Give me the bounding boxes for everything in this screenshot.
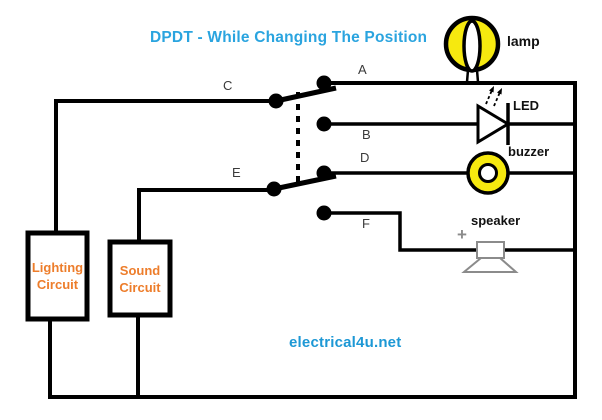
wire-e-branch — [137, 188, 279, 242]
terminal-c-contact — [268, 93, 284, 109]
led-symbol — [476, 86, 511, 145]
terminal-f-label: F — [362, 216, 370, 231]
switch-pole1-blade — [275, 85, 337, 104]
terminal-b-label: B — [362, 127, 371, 142]
terminal-b-contact — [316, 116, 332, 132]
lamp-lead-right — [475, 69, 480, 83]
terminal-d-contact — [316, 165, 332, 181]
led-light-arrow-1 — [485, 89, 493, 105]
led-light-arrow-2 — [493, 91, 501, 107]
buzzer-symbol — [466, 151, 510, 195]
lighting-circuit-line1: Lighting — [31, 260, 84, 275]
terminal-c-label: C — [223, 78, 233, 93]
wire-c-left-rail — [54, 99, 281, 233]
sound-circuit-line1: Sound — [119, 262, 161, 278]
dpdt-switch — [266, 75, 337, 221]
terminal-f-contact — [316, 205, 332, 221]
wire-a-right-rail-bottom — [48, 81, 577, 399]
lighting-circuit-line2: Circuit — [36, 277, 79, 292]
lighting-circuit-label: Lighting Circuit — [31, 236, 84, 316]
speaker-cone — [461, 257, 519, 273]
led-arrowhead-1 — [489, 86, 494, 93]
terminal-a-contact — [316, 75, 332, 91]
diagram-title: DPDT - While Changing The Position — [150, 29, 428, 46]
terminal-e-contact — [266, 181, 282, 197]
terminal-e-label: E — [232, 165, 241, 180]
terminal-a-label: A — [358, 62, 367, 77]
led-label: LED — [513, 98, 539, 113]
lamp-label: lamp — [507, 33, 540, 49]
sound-circuit-label: Sound Circuit — [113, 245, 167, 312]
speaker-polarity-label: + — [457, 225, 467, 244]
terminal-d-label: D — [360, 150, 370, 165]
wires — [48, 81, 577, 399]
buzzer-label: buzzer — [508, 144, 550, 159]
speaker-label: speaker — [471, 213, 521, 228]
sound-circuit-box — [107, 239, 173, 318]
led-triangle — [476, 103, 511, 145]
speaker-symbol — [461, 241, 519, 273]
lighting-circuit-box — [25, 230, 90, 322]
lamp-filament — [462, 19, 482, 73]
buzzer-inner — [478, 163, 498, 183]
led-arrowhead-2 — [497, 88, 502, 95]
sound-circuit-line2: Circuit — [119, 279, 161, 295]
watermark: electrical4u.net — [289, 334, 402, 351]
speaker-driver — [476, 241, 505, 259]
lamp-lead-left — [465, 69, 470, 83]
lamp-symbol — [443, 15, 501, 83]
